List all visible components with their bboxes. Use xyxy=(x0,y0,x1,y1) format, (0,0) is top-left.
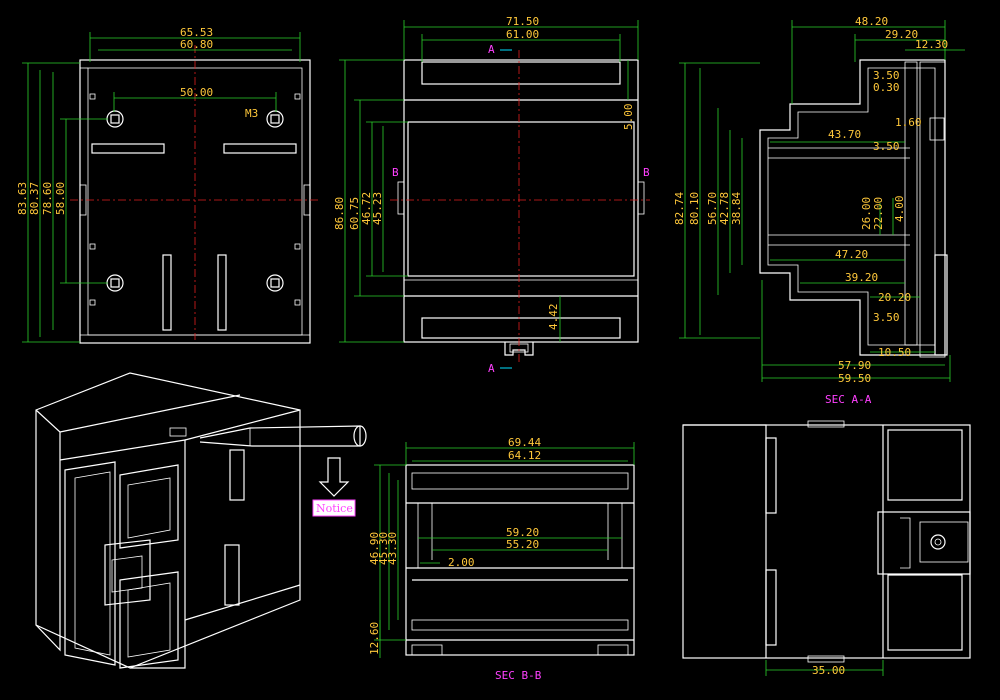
dim-label: 56.70 xyxy=(706,192,719,225)
dim-label: 4.42 xyxy=(547,304,560,331)
dim-label: 50.00 xyxy=(180,86,213,99)
dim-label: 2.00 xyxy=(448,556,475,569)
dim-label: 60.80 xyxy=(180,38,213,51)
dim-label: 35.00 xyxy=(812,664,845,677)
dim-label: 58.00 xyxy=(54,182,67,215)
dim-label: 78.60 xyxy=(41,182,54,215)
dim-label: 43.30 xyxy=(386,532,399,565)
dim-label: 64.12 xyxy=(508,449,541,462)
dim-label: 22.00 xyxy=(872,197,885,230)
dim-label: M3 xyxy=(245,107,258,120)
dim-label: 59.20 xyxy=(506,526,539,539)
dim-label: 80.37 xyxy=(28,182,41,215)
dim-label: 38.84 xyxy=(730,192,743,225)
section-title-a-a: SEC A-A xyxy=(825,393,872,406)
dim-label: 29.20 xyxy=(885,28,918,41)
dim-label: 83.63 xyxy=(16,182,29,215)
dim-label: 10.50 xyxy=(878,346,911,359)
dim-label: 12.60 xyxy=(368,622,381,655)
dim-label: 69.44 xyxy=(508,436,541,449)
dim-label: 61.00 xyxy=(506,28,539,41)
dim-label: 46.72 xyxy=(360,192,373,225)
section-marker-b-right: B xyxy=(643,166,650,179)
dim-label: 43.70 xyxy=(828,128,861,141)
dim-label: 59.50 xyxy=(838,372,871,385)
dim-label: 71.50 xyxy=(506,15,539,28)
notice-label: Notice xyxy=(316,502,353,515)
dim-label: 60.75 xyxy=(348,197,361,230)
section-marker-a-top: A xyxy=(488,43,495,56)
dim-label: 3.50 xyxy=(873,140,900,153)
dim-label: 20.20 xyxy=(878,291,911,304)
dim-label: 4.00 xyxy=(893,196,906,223)
section-title-b-b: SEC B-B xyxy=(495,669,542,682)
dim-label: 39.20 xyxy=(845,271,878,284)
dim-label: 48.20 xyxy=(855,15,888,28)
dim-label: 80.10 xyxy=(688,192,701,225)
dim-label: 57.90 xyxy=(838,359,871,372)
dim-label: 42.78 xyxy=(718,192,731,225)
section-marker-b-left: B xyxy=(392,166,399,179)
view-section-b-b: 69.44 64.12 59.20 55.20 2.00 46.90 45.30… xyxy=(368,436,635,682)
section-marker-a-bottom: A xyxy=(488,362,495,375)
dim-label: 46.90 xyxy=(368,532,381,565)
dim-label: 3.50 xyxy=(873,69,900,82)
dim-label: 82.74 xyxy=(673,192,686,225)
dim-label: 65.53 xyxy=(180,26,213,39)
view-section-a-a: 48.20 29.20 12.30 3.50 0.30 1.60 43.70 3… xyxy=(673,15,965,406)
dim-label: 45.23 xyxy=(371,192,384,225)
dim-label: 47.20 xyxy=(835,248,868,261)
view-isometric: Notice xyxy=(35,372,367,669)
dim-label: 1.60 xyxy=(895,116,922,129)
view-front: 71.50 61.00 86.80 60.75 46.72 45.23 5.00… xyxy=(333,15,650,375)
view-rear: 65.53 60.80 50.00 M3 83.63 80.37 78.60 5… xyxy=(16,26,320,344)
dim-label: 12.30 xyxy=(915,38,948,51)
view-bottom: 35.00 xyxy=(682,420,971,677)
dim-label: 0.30 xyxy=(873,81,900,94)
dim-label: 45.30 xyxy=(377,532,390,565)
dim-label: 26.00 xyxy=(860,197,873,230)
dim-label: 86.80 xyxy=(333,197,346,230)
dim-label: 55.20 xyxy=(506,538,539,551)
dim-label: 3.50 xyxy=(873,311,900,324)
dim-label: 5.00 xyxy=(622,104,635,131)
